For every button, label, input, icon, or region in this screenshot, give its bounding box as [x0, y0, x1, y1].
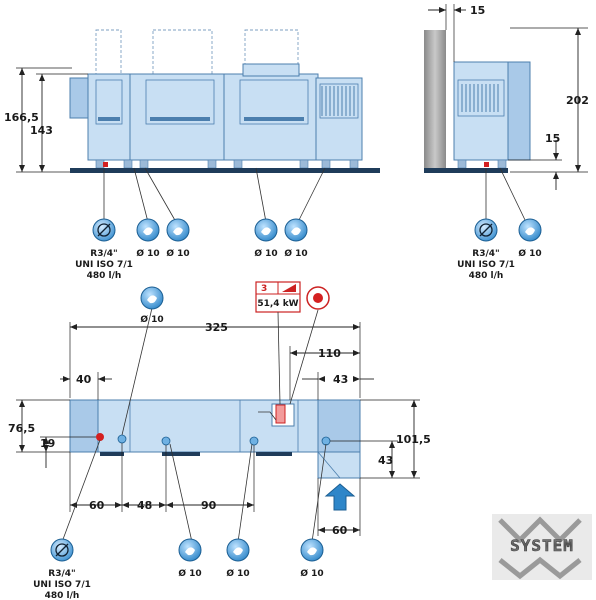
drain-label: Ø 10	[140, 314, 163, 325]
dim-inlet-offset: 19	[40, 437, 55, 450]
dim-right-section: 110	[318, 347, 341, 360]
dim-seg2: 48	[137, 499, 152, 512]
dim-body-height: 143	[30, 124, 53, 137]
drain-icon	[226, 538, 250, 562]
inlet-flow-label: 480 l/h	[87, 271, 122, 281]
inlet-standard-label: UNI ISO 7/1	[75, 260, 133, 270]
dim-right-offset: 43	[333, 373, 348, 386]
drain-label: Ø 10	[226, 568, 249, 579]
water-inlet-icon	[92, 218, 116, 242]
water-inlet-icon	[50, 538, 74, 562]
direction-arrow	[324, 483, 356, 511]
drain-icon	[178, 538, 202, 562]
dim-overall-length: 325	[205, 321, 228, 334]
inlet-standard-label: UNI ISO 7/1	[457, 260, 515, 270]
drain-icon	[136, 218, 160, 242]
floor-line	[70, 168, 380, 173]
wall	[424, 30, 446, 168]
inlet-flow-label: 480 l/h	[469, 271, 504, 281]
drain-icon	[300, 538, 324, 562]
drain-label: Ø 10	[518, 248, 541, 259]
drain-icon	[518, 218, 542, 242]
front-view: 166,5 143 R3/4" UNI ISO 7/	[4, 29, 380, 281]
inlet-size-label: R3/4"	[48, 569, 75, 579]
dim-seg3: 90	[201, 499, 217, 512]
dim-overall-height: 166,5	[4, 111, 39, 124]
top-view: 325 110 40 43 76,5 19 101,5	[8, 281, 431, 600]
inlet-size-label: R3/4"	[90, 249, 117, 259]
drain-label: Ø 10	[178, 568, 201, 579]
drain-label: Ø 10	[284, 248, 307, 259]
drain-icon	[166, 218, 190, 242]
dim-depth-left: 76,5	[8, 422, 35, 435]
dim-total-height: 202	[566, 94, 589, 107]
drain-icon	[254, 218, 278, 242]
drain-icon	[284, 218, 308, 242]
dim-depth-right: 101,5	[396, 433, 431, 446]
water-inlet-icon	[474, 218, 498, 242]
side-hood	[507, 61, 531, 161]
side-view: 15 202 15 R3/4" UNI ISO 7/1 480 l/h Ø 10	[424, 4, 589, 281]
phase-count: 3	[261, 284, 267, 294]
dim-lower-right: 43	[378, 454, 393, 467]
drain-label: Ø 10	[254, 248, 277, 259]
hood-top	[242, 63, 300, 77]
hood-outline	[95, 29, 122, 79]
inlet-flow-label: 480 l/h	[45, 591, 80, 600]
hood-outline	[152, 29, 213, 79]
drain-label: Ø 10	[300, 568, 323, 579]
electrical-rating: 3 51,4 kW	[255, 281, 301, 313]
drain-icon	[140, 286, 164, 310]
top-outline	[69, 399, 361, 479]
dim-seg1: 60	[89, 499, 105, 512]
inlet-point	[96, 433, 104, 441]
dim-right-base: 60	[332, 524, 348, 537]
hood-outline	[244, 29, 299, 66]
power-connection-icon	[306, 286, 330, 310]
logo-text: SYSTEM	[510, 536, 574, 555]
drain-label: Ø 10	[136, 248, 159, 259]
dim-left-offset: 40	[76, 373, 92, 386]
system-logo: SYSTEM	[492, 514, 592, 580]
power-rating: 51,4 kW	[257, 299, 298, 309]
dim-wall-offset: 15	[470, 4, 485, 17]
module-dryer	[315, 77, 363, 161]
inlet-size-label: R3/4"	[472, 249, 499, 259]
drain-label: Ø 10	[166, 248, 189, 259]
dim-drain-height: 15	[545, 132, 560, 145]
inlet-standard-label: UNI ISO 7/1	[33, 580, 91, 590]
